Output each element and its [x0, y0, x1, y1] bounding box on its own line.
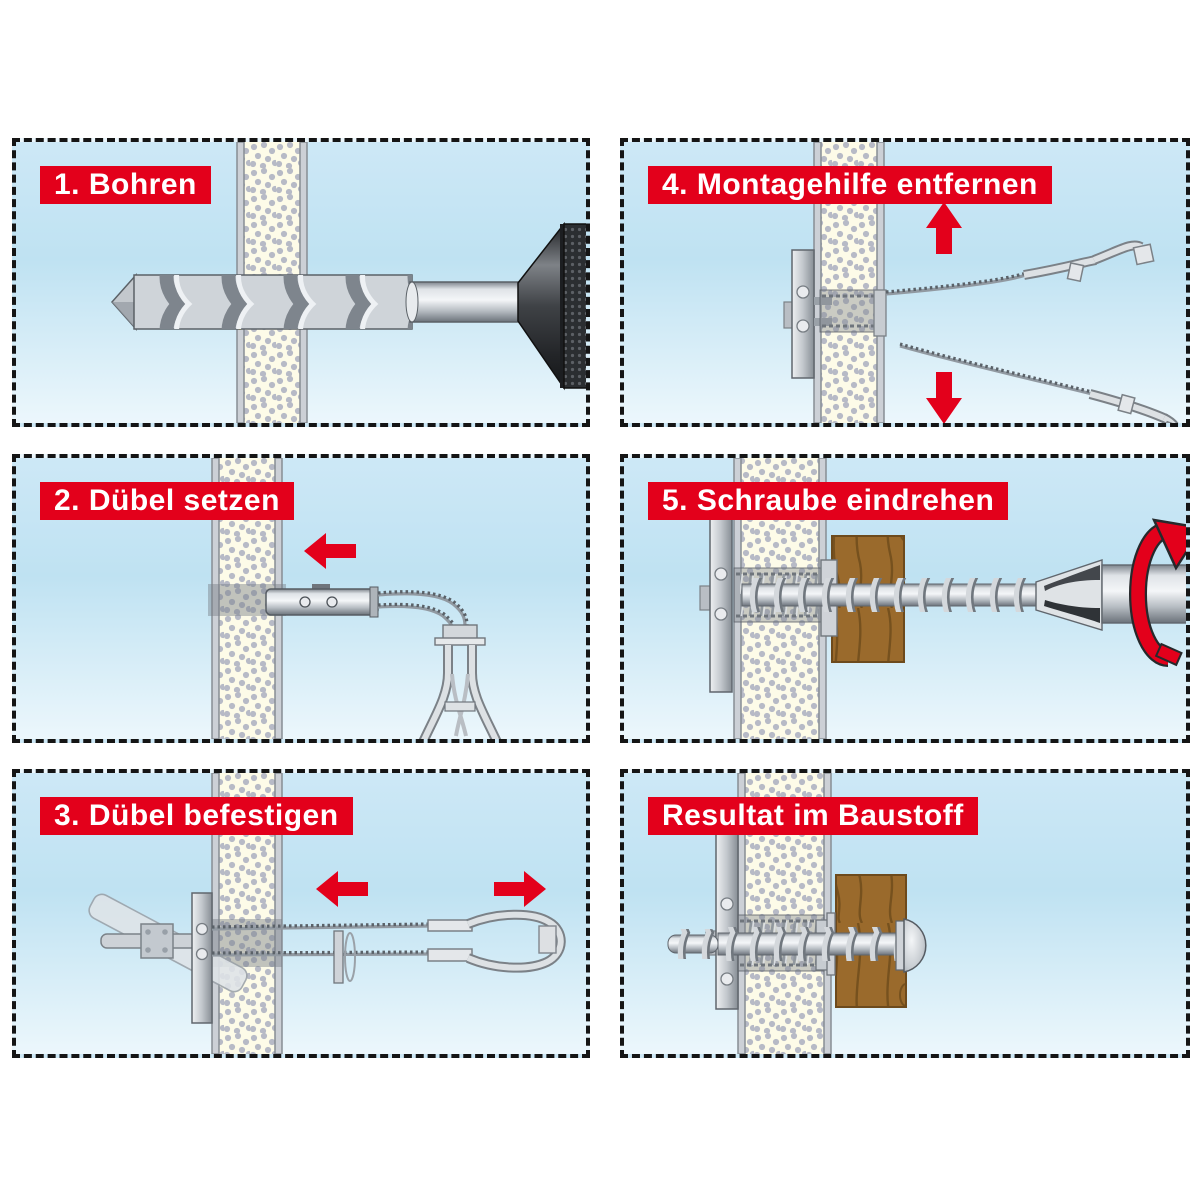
screw-tip — [667, 929, 719, 959]
illustration-final-result — [667, 773, 927, 1054]
anchor-plate — [191, 892, 213, 1024]
screwdriver-icon — [1035, 559, 1186, 631]
screw-head-icon — [895, 918, 927, 973]
panel-step-5-schraube-eindrehen: 5. Schraube eindrehen — [620, 454, 1190, 743]
rotation-arrow-icon — [1129, 518, 1186, 667]
arrow-left-icon — [316, 871, 368, 907]
anchor-plate — [783, 249, 815, 379]
illustration-fasten-anchor — [88, 773, 566, 1054]
arrow-down-icon — [926, 372, 962, 423]
step-label: 2. Dübel setzen — [40, 482, 294, 520]
anchor-plate — [705, 830, 739, 1010]
arrow-right-icon — [494, 871, 546, 907]
arrow-up-icon — [926, 202, 962, 254]
anchor-wires — [211, 922, 431, 984]
step-label: 1. Bohren — [40, 166, 211, 204]
step-label: 4. Montagehilfe entfernen — [648, 166, 1052, 204]
pull-grip-icon — [427, 909, 566, 973]
mounting-aid-wire-lower — [899, 342, 1184, 423]
panel-result-im-baustoff: Resultat im Baustoff — [620, 769, 1190, 1058]
screw-icon — [741, 578, 1043, 612]
panel-step-2-duebel-setzen: 2. Dübel setzen — [12, 454, 590, 743]
drill-bit-icon — [110, 273, 521, 331]
step-label: 5. Schraube eindrehen — [648, 482, 1009, 520]
anchor-sleeve-icon — [814, 289, 887, 337]
illustration-drilling — [110, 142, 586, 423]
step-label: Resultat im Baustoff — [648, 797, 978, 835]
washer — [333, 930, 344, 984]
arrow-left-icon — [304, 533, 356, 569]
drill-chuck-icon — [517, 221, 586, 391]
panel-step-1-bohren: 1. Bohren — [12, 138, 590, 427]
screw-icon — [717, 927, 903, 961]
panel-step-4-montagehilfe-entfernen: 4. Montagehilfe entfernen — [620, 138, 1190, 427]
anchor-plate — [699, 513, 733, 693]
setting-tool-icon — [377, 590, 502, 739]
mounting-aid-wire-upper — [885, 240, 1155, 296]
panel-step-3-duebel-befestigen: 3. Dübel befestigen — [12, 769, 590, 1058]
anchor-sleeve-icon — [265, 584, 379, 618]
step-label: 3. Dübel befestigen — [40, 797, 353, 835]
